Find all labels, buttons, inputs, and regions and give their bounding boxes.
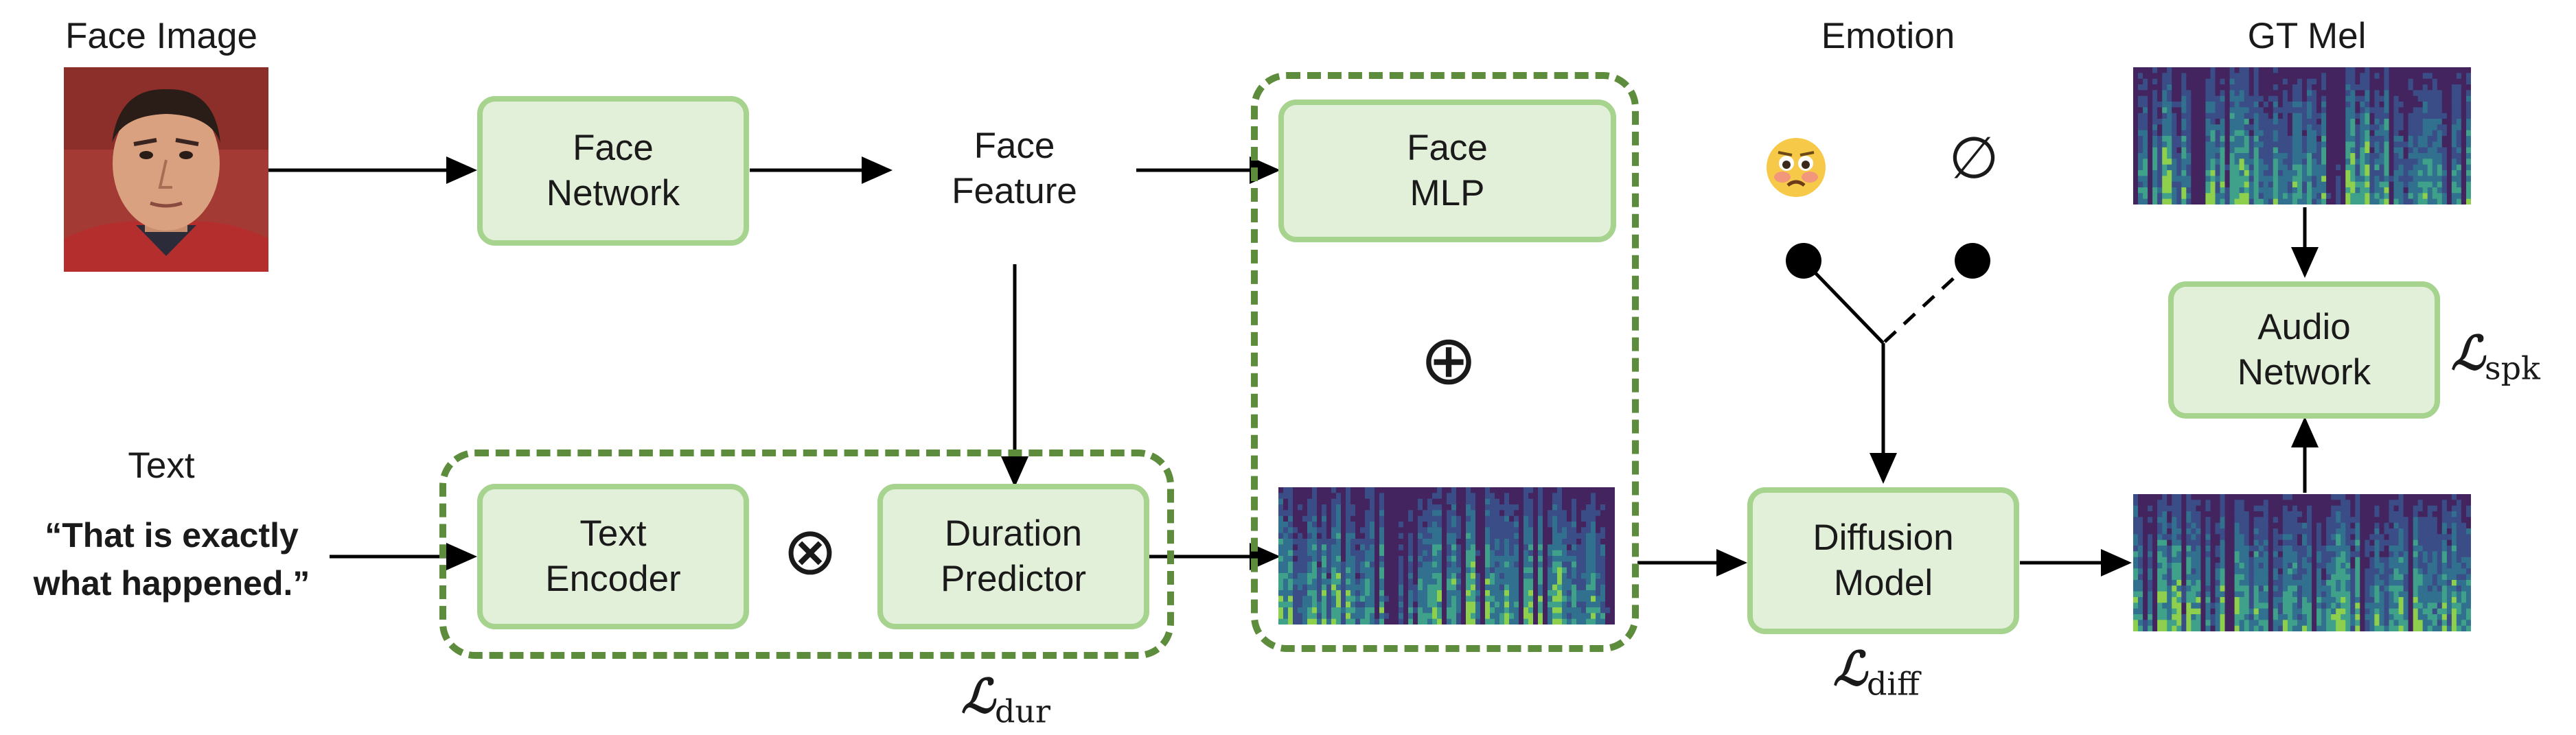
loss-dur-subscript: dur bbox=[994, 692, 1051, 730]
loss-diff-symbol: ℒ bbox=[1833, 642, 1867, 697]
loss-dur-symbol: ℒ bbox=[961, 669, 995, 724]
conditioning-group-frame bbox=[1251, 72, 1639, 652]
duration-predictor-label-1: Duration bbox=[944, 513, 1083, 554]
loss-dur: ℒdur bbox=[961, 669, 1050, 730]
null-symbol: ∅ bbox=[1948, 124, 1999, 191]
quote-text: “That is exactly what happened.” bbox=[14, 511, 330, 607]
gt-mel-label: GT Mel bbox=[2247, 16, 2367, 56]
audio-network-label-2: Network bbox=[2237, 352, 2371, 393]
otimes-symbol: ⊗ bbox=[782, 513, 838, 590]
mel-spectrogram-conditioned bbox=[1278, 487, 1615, 625]
duration-group-frame bbox=[439, 450, 1174, 659]
text-encoder-label-2: Encoder bbox=[545, 559, 681, 599]
diffusion-model-label-2: Model bbox=[1833, 563, 1933, 603]
emotion-branch-dashed bbox=[1882, 259, 1974, 345]
emotion-node-right bbox=[1955, 243, 1990, 279]
mel-spectrogram-output bbox=[2133, 494, 2471, 631]
face-feature-label: Face Feature bbox=[893, 124, 1136, 215]
mel-spectrogram-gt bbox=[2133, 67, 2471, 205]
quote-line-2: what happened.” bbox=[33, 564, 310, 603]
duration-predictor-label-2: Predictor bbox=[940, 559, 1087, 599]
emotion-branch-solid bbox=[1802, 259, 1885, 345]
emotion-label: Emotion bbox=[1821, 16, 1955, 56]
emotion-node-left bbox=[1786, 243, 1821, 279]
face-network-label-2: Network bbox=[546, 173, 680, 213]
face-feature-label-2: Feature bbox=[952, 171, 1077, 212]
loss-diff-subscript: diff bbox=[1866, 665, 1920, 703]
loss-spk-symbol: ℒ bbox=[2451, 326, 2485, 381]
diffusion-model-label-1: Diffusion bbox=[1813, 517, 1954, 558]
worried-face-emoji-icon bbox=[1764, 136, 1828, 199]
face-mlp-label-1: Face bbox=[1407, 127, 1488, 168]
loss-spk: ℒspk bbox=[2451, 326, 2540, 387]
text-encoder-label-1: Text bbox=[579, 513, 647, 554]
quote-line-1: “That is exactly bbox=[45, 516, 299, 555]
loss-diff: ℒdiff bbox=[1833, 642, 1920, 703]
face-network-label-1: Face bbox=[573, 127, 654, 168]
face-photo-icon bbox=[64, 67, 268, 272]
text-label: Text bbox=[128, 445, 195, 486]
loss-spk-subscript: spk bbox=[2484, 349, 2540, 387]
audio-network-label-1: Audio bbox=[2257, 306, 2351, 347]
face-mlp-label-2: MLP bbox=[1410, 173, 1485, 213]
face-feature-label-1: Face bbox=[974, 126, 1055, 166]
oplus-symbol: ⊕ bbox=[1420, 320, 1477, 400]
face-image-label: Face Image bbox=[65, 16, 257, 56]
